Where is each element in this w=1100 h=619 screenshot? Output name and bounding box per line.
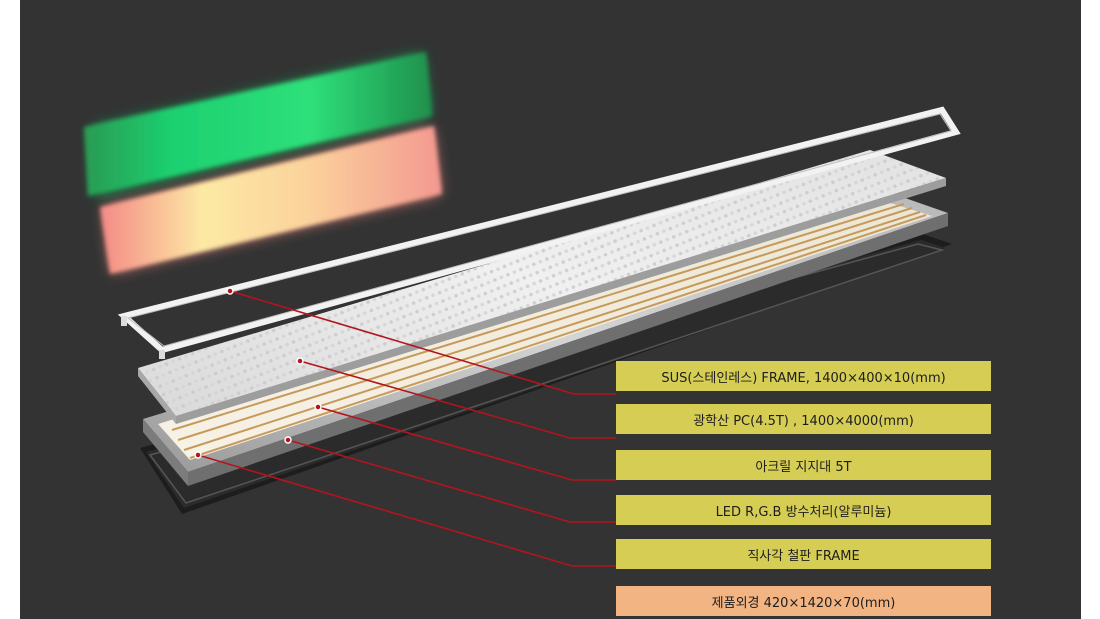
leader-line-sus-frame [229, 290, 616, 395]
anchor-dot-acrylic-support [314, 403, 322, 411]
leader-line-steel-frame [197, 454, 616, 567]
acrylic-support-layer [138, 150, 946, 424]
led-tray-layer [143, 192, 948, 486]
green-glow-sample [84, 52, 432, 196]
warm-glow-sample [100, 126, 442, 274]
anchor-dot-sus-frame [226, 287, 234, 295]
label-product-dimensions: 제품외경 420×1420×70(mm) [616, 586, 991, 616]
anchor-dot-diffuser [296, 357, 304, 365]
leader-line-led [287, 439, 616, 523]
leader-line-acrylic-support [317, 406, 616, 481]
leader-lines [197, 290, 616, 567]
anchor-dot-steel-frame [194, 451, 202, 459]
label-steel-frame: 직사각 철판 FRAME [616, 539, 991, 569]
sus-frame-layer [117, 106, 961, 359]
leader-line-diffuser [299, 360, 616, 439]
label-diffuser-pc: 광학산 PC(4.5T) , 1400×4000(mm) [616, 404, 991, 434]
anchor-dot-led [284, 436, 292, 444]
label-led-rgb: LED R,G.B 방수처리(알루미늄) [616, 495, 991, 525]
label-acrylic-support: 아크릴 지지대 5T [616, 450, 991, 480]
leader-anchors [194, 287, 322, 459]
label-sus-frame: SUS(스테인레스) FRAME, 1400×400×10(mm) [616, 361, 991, 391]
